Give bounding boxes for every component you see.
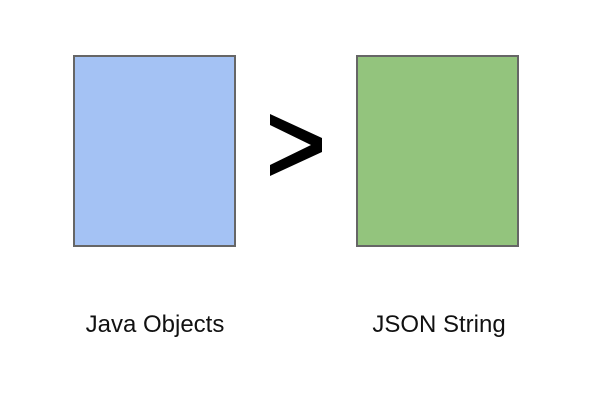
json-string-box: [356, 55, 519, 247]
java-objects-box: [73, 55, 236, 247]
greater-than-arrow-icon: [270, 114, 322, 176]
json-string-label: JSON String: [372, 311, 506, 338]
java-objects-label: Java Objects: [85, 311, 225, 338]
